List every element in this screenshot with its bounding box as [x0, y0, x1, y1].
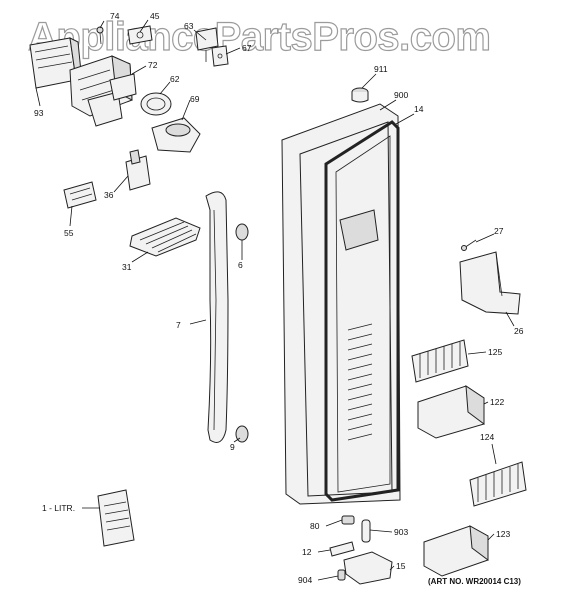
part-67-clip — [211, 45, 229, 67]
label-15: 15 — [396, 561, 406, 571]
part-dispenser-module — [69, 55, 137, 127]
part-31-grille — [129, 217, 201, 257]
label-9: 9 — [230, 442, 235, 452]
part-911-cap — [351, 87, 369, 103]
label-55: 55 — [64, 228, 74, 238]
part-9-end-cap — [235, 425, 249, 443]
part-903-tube — [361, 519, 371, 543]
part-124-wire-shelf — [469, 461, 527, 507]
door-assembly — [281, 103, 401, 505]
leader-lines — [35, 19, 515, 581]
part-80-fitting — [341, 515, 355, 525]
label-903: 903 — [394, 527, 408, 537]
label-122: 122 — [490, 397, 504, 407]
label-26: 26 — [514, 326, 524, 336]
part-904-plug — [337, 569, 346, 581]
part-labels: 74 45 63 67 72 93 62 69 36 55 31 6 7 9 9… — [34, 11, 524, 585]
label-36: 36 — [104, 190, 114, 200]
part-63-switch — [195, 27, 219, 62]
label-62: 62 — [170, 74, 180, 84]
label-67: 67 — [242, 43, 252, 53]
part-122-door-bin — [417, 385, 485, 439]
label-45: 45 — [150, 11, 160, 21]
label-74: 74 — [110, 11, 120, 21]
art-number: (ART NO. WR20014 C13) — [428, 577, 521, 586]
label-123: 123 — [496, 529, 510, 539]
part-15-housing — [343, 551, 393, 585]
watermark-logo: AppliancePartsPros.com — [28, 15, 491, 59]
label-12: 12 — [302, 547, 312, 557]
part-36-actuator — [125, 149, 151, 191]
label-31: 31 — [122, 262, 132, 272]
label-911: 911 — [374, 64, 388, 74]
label-904: 904 — [298, 575, 312, 585]
label-6: 6 — [238, 260, 243, 270]
part-125-wire-shelf — [411, 339, 469, 383]
part-1-literature-booklet — [97, 489, 135, 547]
part-26-bin-cover — [459, 251, 521, 315]
label-1-litr: 1 - LITR. — [42, 503, 75, 513]
label-124: 124 — [480, 432, 494, 442]
part-74-screw — [96, 26, 104, 45]
label-14: 14 — [414, 104, 424, 114]
label-63: 63 — [184, 21, 194, 31]
label-125: 125 — [488, 347, 502, 357]
label-27: 27 — [494, 226, 504, 236]
part-55-cover — [63, 181, 97, 209]
label-80: 80 — [310, 521, 320, 531]
part-6-end-cap — [235, 223, 249, 241]
part-27-screw — [461, 239, 477, 251]
label-900: 900 — [394, 90, 408, 100]
part-123-door-bin — [423, 525, 489, 577]
part-7-door-handle — [205, 191, 229, 443]
label-72: 72 — [148, 60, 158, 70]
part-12-bracket — [329, 541, 355, 557]
part-62-ring — [140, 92, 172, 116]
label-93: 93 — [34, 108, 44, 118]
label-7: 7 — [176, 320, 181, 330]
part-69-chute — [151, 117, 201, 153]
label-69: 69 — [190, 94, 200, 104]
